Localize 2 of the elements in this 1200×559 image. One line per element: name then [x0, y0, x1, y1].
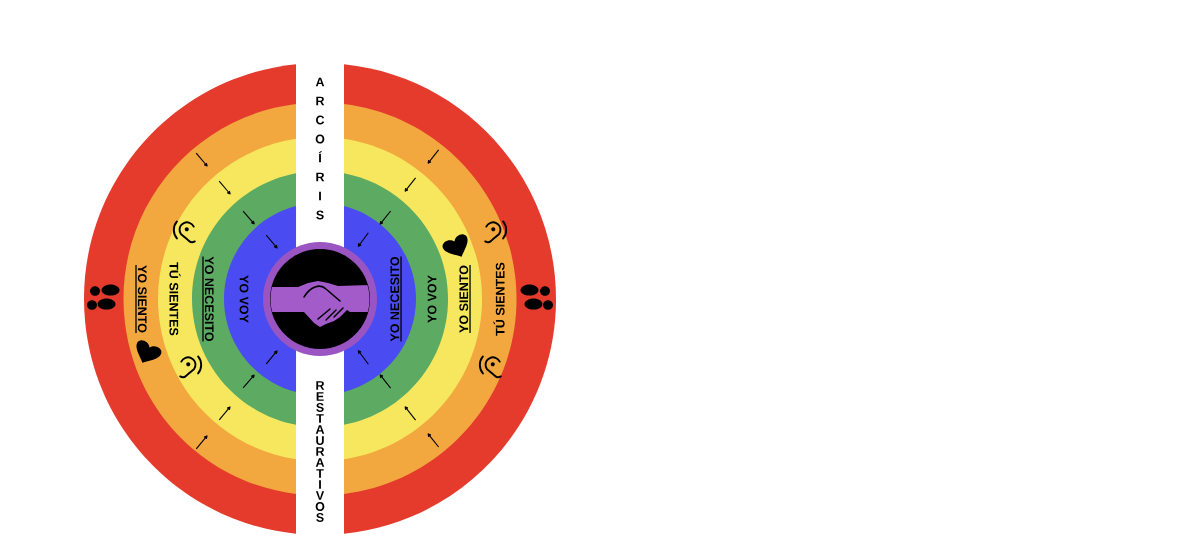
vertical-label: ARCOÍRIS: [315, 77, 325, 220]
vertical-label: RESTAURATIVOS: [315, 381, 325, 522]
